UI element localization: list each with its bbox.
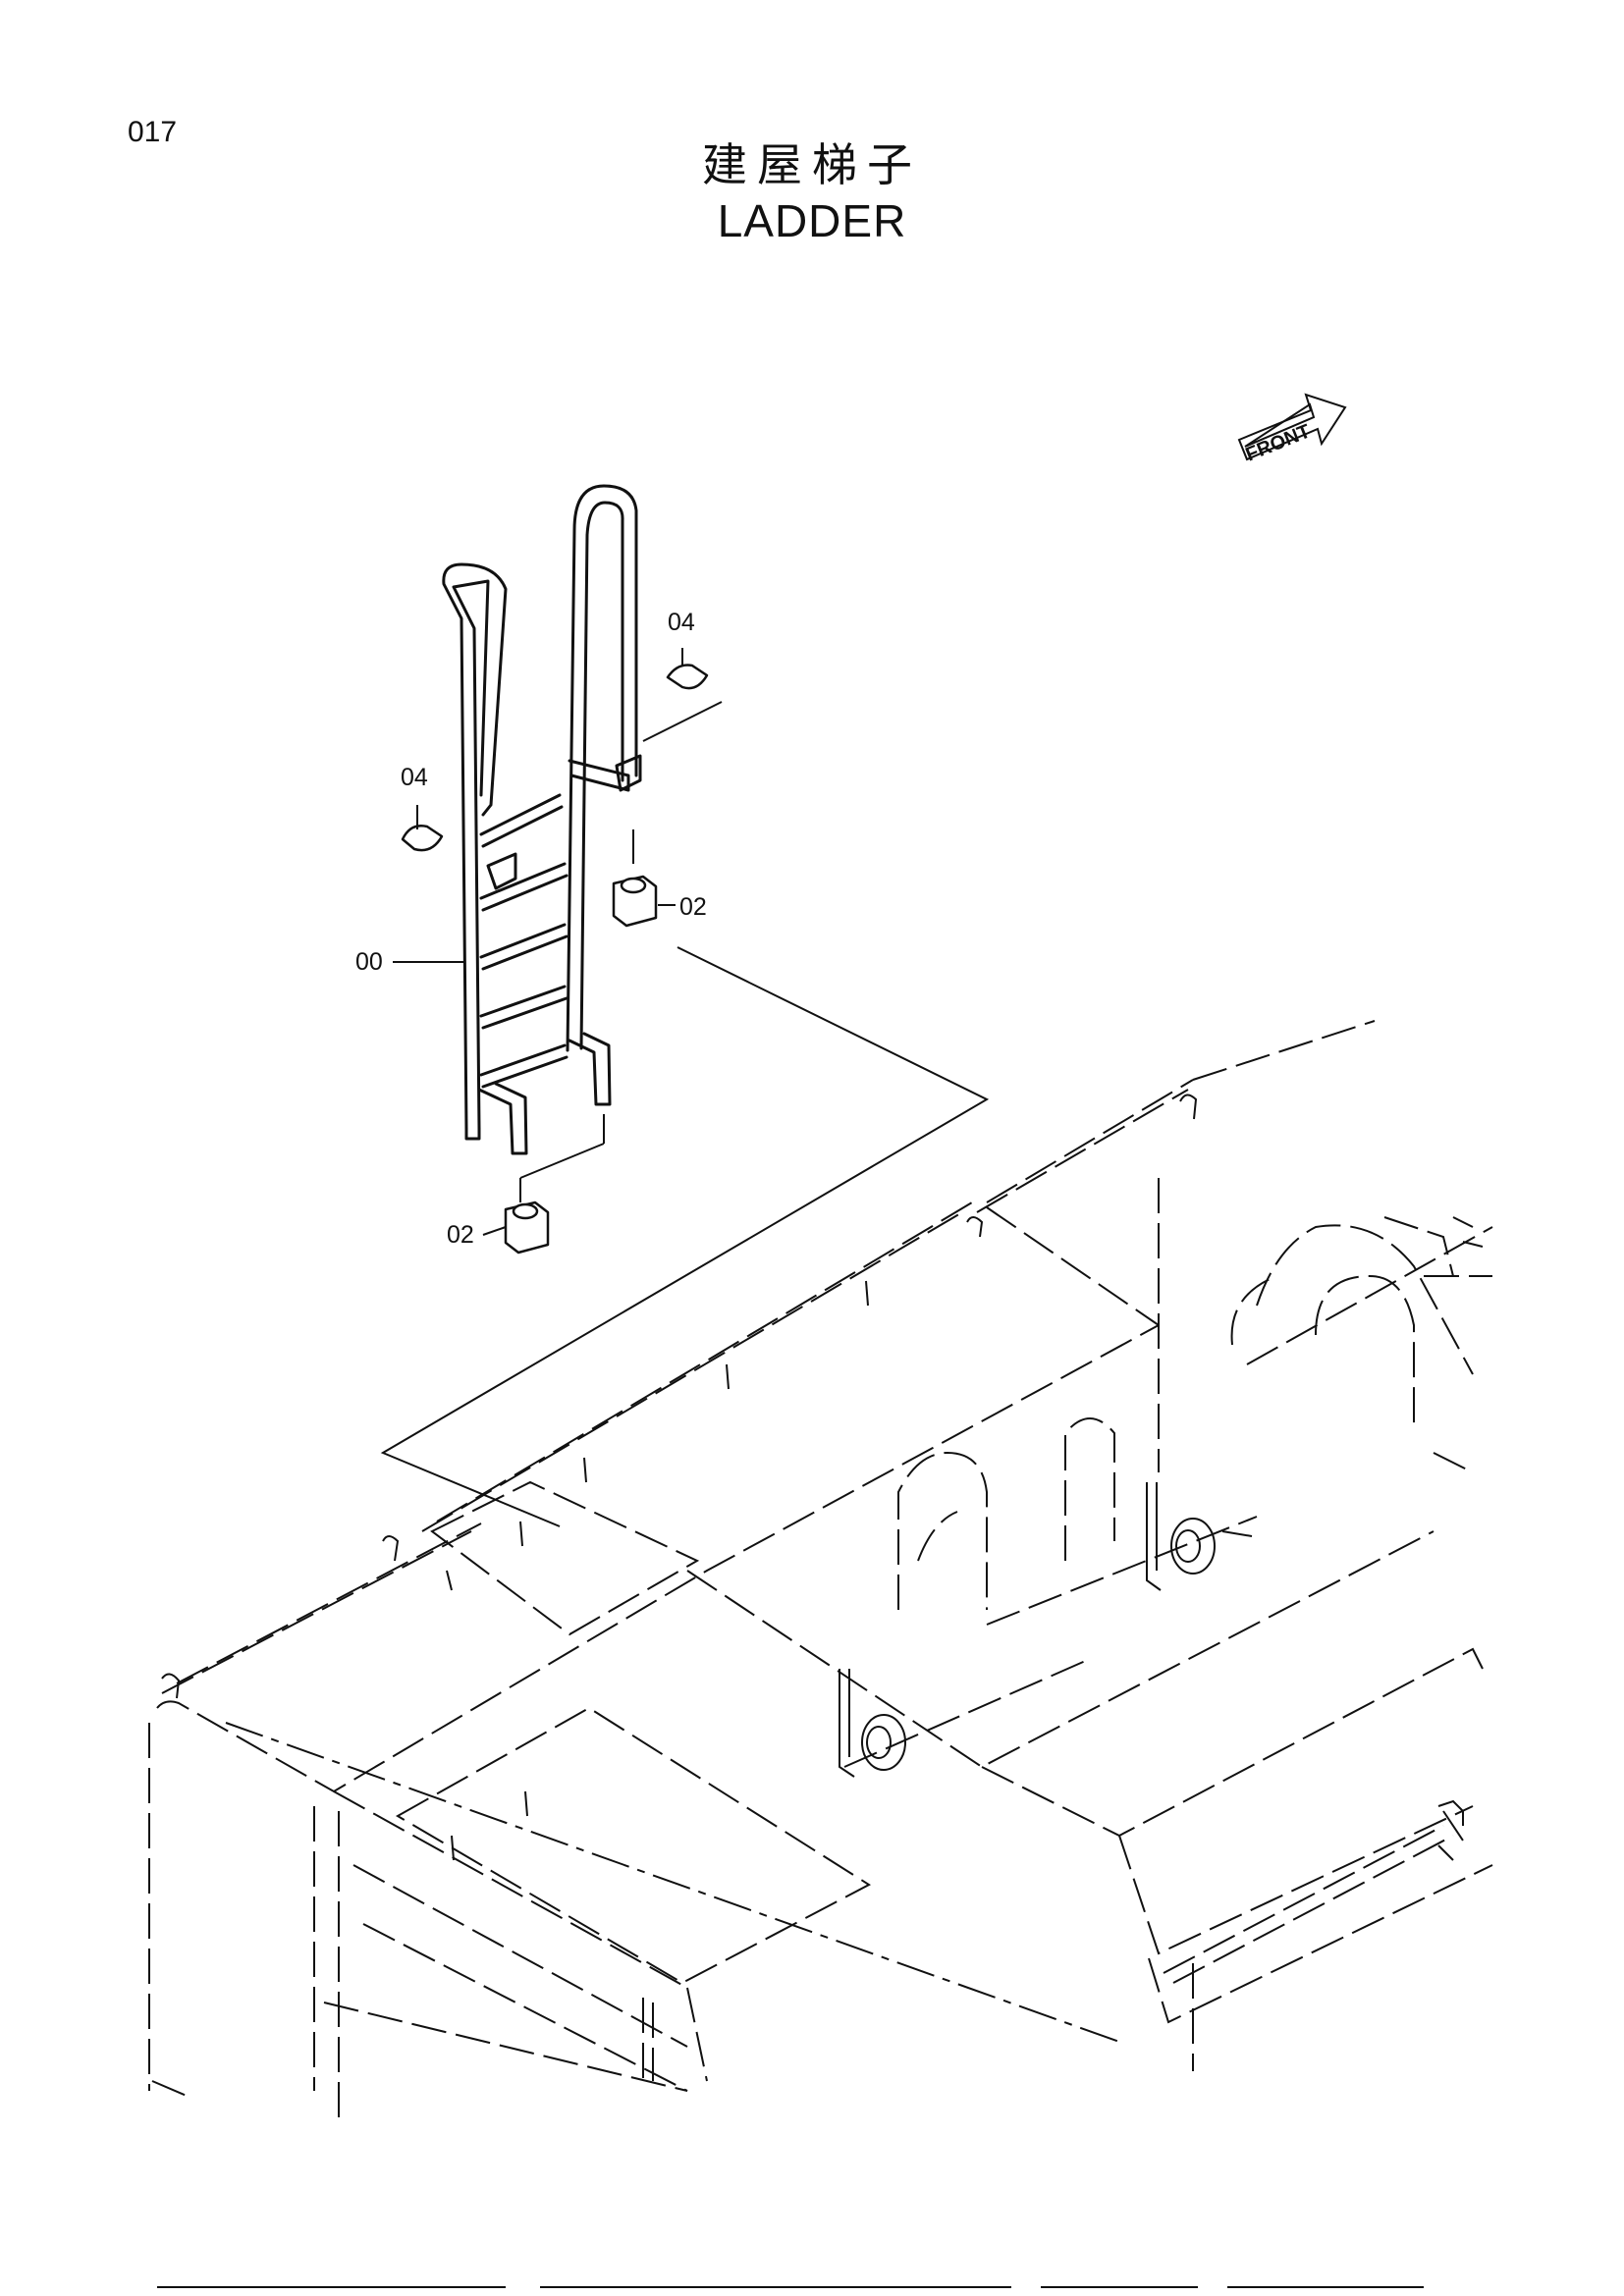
page-title-english: LADDER (717, 195, 907, 246)
roller-front-icon (839, 1669, 906, 1778)
step-bush-lower-part (504, 1201, 550, 1255)
step-bush-upper-part (612, 875, 658, 928)
page-number: 017 (128, 116, 178, 148)
page-title-japanese: 建屋梯子 (702, 138, 922, 191)
front-direction-arrow-icon: FRONT (1237, 393, 1347, 466)
front-label: FRONT (1243, 420, 1314, 465)
machine-house-outline (148, 1020, 1493, 2120)
roller-rear-icon (1146, 1482, 1253, 1591)
callout-pin-upper: 04 (668, 609, 695, 636)
leader-lines (380, 648, 990, 1527)
callout-pin-left: 04 (401, 764, 428, 791)
callout-step-bush-upper: 02 (679, 893, 707, 921)
callout-ladder: 00 (355, 948, 383, 976)
callout-step-bush-lower: 02 (447, 1221, 474, 1249)
pin-part-left (401, 825, 444, 852)
pin-part-upper (666, 664, 709, 690)
ladder-assembly (442, 484, 642, 1155)
